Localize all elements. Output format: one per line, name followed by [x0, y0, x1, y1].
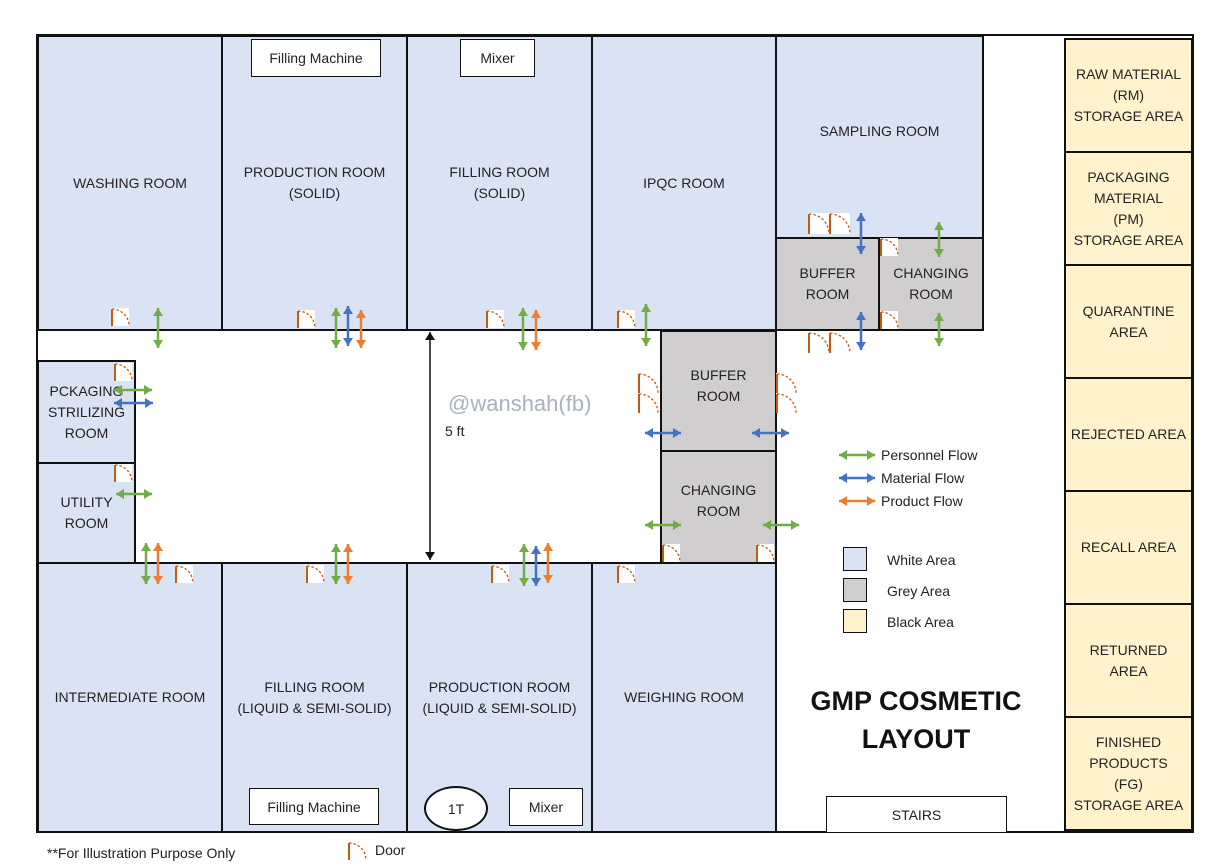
legend-material-flow-arrow	[839, 473, 875, 483]
door-icon	[829, 332, 851, 354]
ipqc-room: IPQC ROOM	[591, 35, 777, 331]
door-icon	[114, 363, 133, 382]
door-legend-label: Door	[375, 842, 406, 858]
personnel-flow-arrow	[153, 308, 163, 348]
intermediate-room: INTERMEDIATE ROOM	[37, 562, 223, 833]
returned-area: RETURNED AREA	[1064, 603, 1193, 718]
mixer-bottom: Mixer	[509, 788, 583, 826]
door-icon	[491, 565, 510, 584]
corridor-width-label: 5 ft	[445, 423, 465, 439]
door-icon	[175, 565, 194, 584]
personnel-flow-arrow	[331, 308, 341, 348]
material-flow-arrow	[645, 428, 681, 438]
door-icon	[776, 373, 797, 394]
product-flow-arrow	[153, 543, 163, 584]
door-icon	[808, 332, 830, 354]
sampling-room: SAMPLING ROOM	[775, 35, 984, 239]
door-icon	[880, 311, 899, 330]
door-icon	[829, 213, 851, 235]
production-room-liquid: PRODUCTION ROOM (LIQUID & SEMI-SOLID)	[406, 562, 593, 833]
personnel-flow-arrow	[934, 222, 944, 257]
product-flow-arrow	[343, 544, 353, 584]
washing-room: WASHING ROOM	[37, 35, 223, 331]
legend-product-flow-arrow	[839, 496, 875, 506]
door-icon	[756, 544, 775, 563]
layout-title: GMP COSMETIC LAYOUT	[810, 686, 1022, 754]
door-icon	[306, 565, 325, 584]
legend-grey-area-label: Grey Area	[887, 583, 951, 599]
tank-1t: 1T	[424, 786, 488, 831]
material-flow-arrow	[856, 213, 866, 254]
door-icon	[114, 464, 133, 483]
personnel-flow-arrow	[519, 544, 529, 586]
material-flow-arrow	[752, 428, 789, 438]
material-flow-arrow	[531, 546, 541, 586]
personnel-flow-arrow	[141, 543, 151, 584]
legend-black-swatch	[843, 609, 867, 633]
stairs: STAIRS	[826, 796, 1007, 833]
quarantine-area: QUARANTINE AREA	[1064, 264, 1193, 379]
legend-white-swatch	[843, 547, 867, 571]
material-flow-arrow	[114, 398, 153, 408]
door-icon	[486, 310, 505, 329]
door-icon	[662, 544, 681, 563]
personnel-flow-arrow	[763, 520, 799, 530]
door-icon	[638, 373, 659, 394]
corridor-dimension-arrow	[425, 332, 435, 560]
door-icon	[638, 393, 659, 414]
legend-personnel-flow-label: Personnel Flow	[881, 447, 978, 463]
door-icon	[776, 393, 797, 414]
legend-grey-swatch	[843, 578, 867, 602]
weighing-room: WEIGHING ROOM	[591, 562, 777, 833]
rejected-area: REJECTED AREA	[1064, 377, 1193, 492]
personnel-flow-arrow	[645, 520, 681, 530]
legend-product-flow-label: Product Flow	[881, 493, 963, 509]
legend-personnel-flow-arrow	[839, 450, 875, 460]
filling-room-liquid: FILLING ROOM (LIQUID & SEMI-SOLID)	[221, 562, 408, 833]
door-icon	[808, 213, 830, 235]
packaging-material-storage: PACKAGING MATERIAL (PM) STORAGE AREA	[1064, 151, 1193, 266]
legend-white-area-label: White Area	[887, 552, 956, 568]
filling-machine-top: Filling Machine	[251, 39, 381, 77]
product-flow-arrow	[543, 543, 553, 583]
door-icon	[111, 308, 130, 327]
personnel-flow-arrow	[641, 304, 651, 346]
material-flow-arrow	[856, 312, 866, 350]
footnote: **For Illustration Purpose Only	[47, 845, 236, 861]
personnel-flow-arrow	[934, 313, 944, 346]
door-icon	[297, 310, 316, 329]
legend-material-flow-label: Material Flow	[881, 470, 965, 486]
door-icon	[617, 310, 636, 329]
watermark: @wanshah(fb)	[448, 391, 592, 416]
recall-area: RECALL AREA	[1064, 490, 1193, 605]
personnel-flow-arrow	[331, 544, 341, 584]
legend-door-icon	[348, 842, 367, 861]
personnel-flow-arrow	[114, 385, 152, 395]
legend-black-area-label: Black Area	[887, 614, 954, 630]
mixer-top: Mixer	[460, 39, 535, 77]
product-flow-arrow	[356, 310, 366, 348]
door-icon	[880, 238, 899, 257]
product-flow-arrow	[531, 310, 541, 350]
personnel-flow-arrow	[518, 308, 528, 350]
finished-products-storage: FINISHED PRODUCTS (FG) STORAGE AREA	[1064, 716, 1193, 831]
personnel-flow-arrow	[116, 489, 152, 499]
door-icon	[617, 565, 636, 584]
material-flow-arrow	[343, 306, 353, 346]
filling-machine-bottom: Filling Machine	[249, 788, 379, 825]
